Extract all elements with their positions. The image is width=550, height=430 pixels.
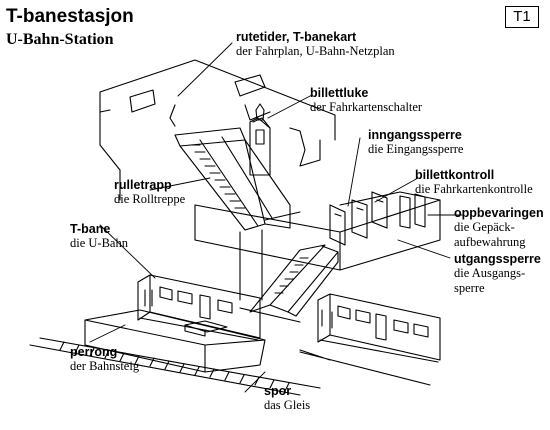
label-ticket-inspection: billettkontroll die Fahrkartenkontrolle — [415, 168, 533, 197]
label-left-luggage-de2: aufbewahrung — [454, 235, 526, 249]
page-title: T-banestasjon — [6, 6, 134, 27]
label-entrance-barrier-no: inngangssperre — [368, 128, 462, 142]
left-train — [138, 275, 260, 340]
label-track-de: das Gleis — [264, 398, 311, 412]
lower-escalator — [240, 245, 338, 322]
label-ticket-inspection-de: die Fahrkartenkontrolle — [415, 182, 533, 196]
label-escalator: rulletrapp die Rolltreppe — [114, 178, 185, 207]
label-escalator-no: rulletrapp — [114, 178, 172, 192]
label-left-luggage-no: oppbevaringen — [454, 206, 544, 220]
upper-escalator — [175, 128, 290, 300]
label-ticket-office-de: der Fahrkartenschalter — [310, 100, 423, 114]
label-ticket-office-no: billettluke — [310, 86, 369, 100]
upper-level — [100, 60, 335, 200]
label-left-luggage: oppbevaringen die Gepäck- aufbewahrung — [454, 206, 544, 250]
ticket-barriers — [330, 192, 425, 245]
page-code-badge: T1 — [505, 6, 539, 28]
right-train — [318, 294, 440, 362]
label-entrance-barrier-de: die Eingangssperre — [368, 142, 464, 156]
label-train-no: T-bane — [70, 222, 111, 236]
label-train-de: die U-Bahn — [70, 236, 128, 250]
label-track-no: spor — [264, 384, 292, 398]
label-platform-no: perrong — [70, 345, 118, 359]
label-ticket-office: billettluke der Fahrkartenschalter — [310, 86, 422, 115]
label-ticket-inspection-no: billettkontroll — [415, 168, 495, 182]
label-timetable-no: rutetider, T-banekart — [236, 30, 357, 44]
label-entrance-barrier: inngangssperre die Eingangssperre — [368, 128, 463, 157]
label-track: spor das Gleis — [264, 384, 310, 413]
network-map-board — [235, 75, 265, 96]
label-platform: perrong der Bahnsteig — [70, 345, 139, 374]
label-platform-de: der Bahnsteig — [70, 359, 140, 373]
label-train: T-bane die U-Bahn — [70, 222, 128, 251]
bench — [185, 321, 227, 332]
label-escalator-de: die Rolltreppe — [114, 192, 186, 206]
tracks — [30, 338, 430, 395]
label-exit-barrier-de2: sperre — [454, 281, 485, 295]
label-timetable-de: der Fahrplan, U-Bahn-Netzplan — [236, 44, 395, 58]
leader-lines — [90, 43, 462, 392]
label-exit-barrier: utgangssperre die Ausgangs- sperre — [454, 252, 541, 296]
label-left-luggage-de1: die Gepäck- — [454, 220, 515, 234]
timetable-board — [130, 90, 155, 112]
ticket-booth — [250, 104, 270, 175]
label-timetable: rutetider, T-banekart der Fahrplan, U-Ba… — [236, 30, 395, 59]
label-exit-barrier-no: utgangssperre — [454, 252, 541, 266]
platform — [85, 310, 265, 372]
mezzanine — [195, 192, 440, 270]
page-subtitle: U-Bahn-Station — [6, 31, 114, 48]
label-exit-barrier-de1: die Ausgangs- — [454, 266, 526, 280]
